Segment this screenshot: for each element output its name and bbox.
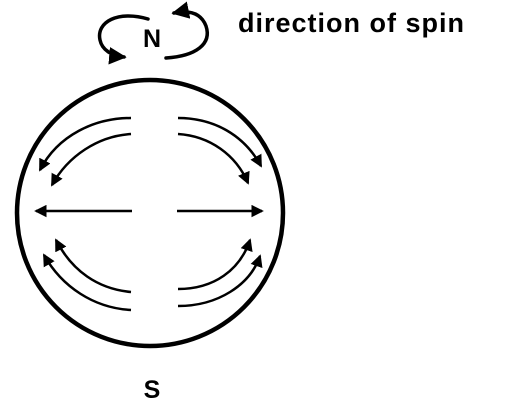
flow-arrow (178, 134, 248, 183)
planet-outline (17, 80, 283, 346)
flow-arrow (44, 255, 131, 310)
spin-direction-caption: direction of spin (238, 8, 465, 38)
upper-left-flow-arrows (40, 118, 131, 185)
lower-right-flow-arrows (178, 240, 260, 306)
spin-arc-upper (100, 16, 148, 57)
south-pole-label: S (144, 376, 161, 404)
spin-arc-lower (166, 12, 207, 58)
flow-arrow (40, 118, 131, 170)
lower-left-flow-arrows (44, 240, 131, 310)
flow-arrow (178, 240, 250, 289)
flow-arrow (178, 256, 260, 306)
north-pole-label: N (143, 25, 161, 53)
upper-right-flow-arrows (178, 118, 261, 183)
